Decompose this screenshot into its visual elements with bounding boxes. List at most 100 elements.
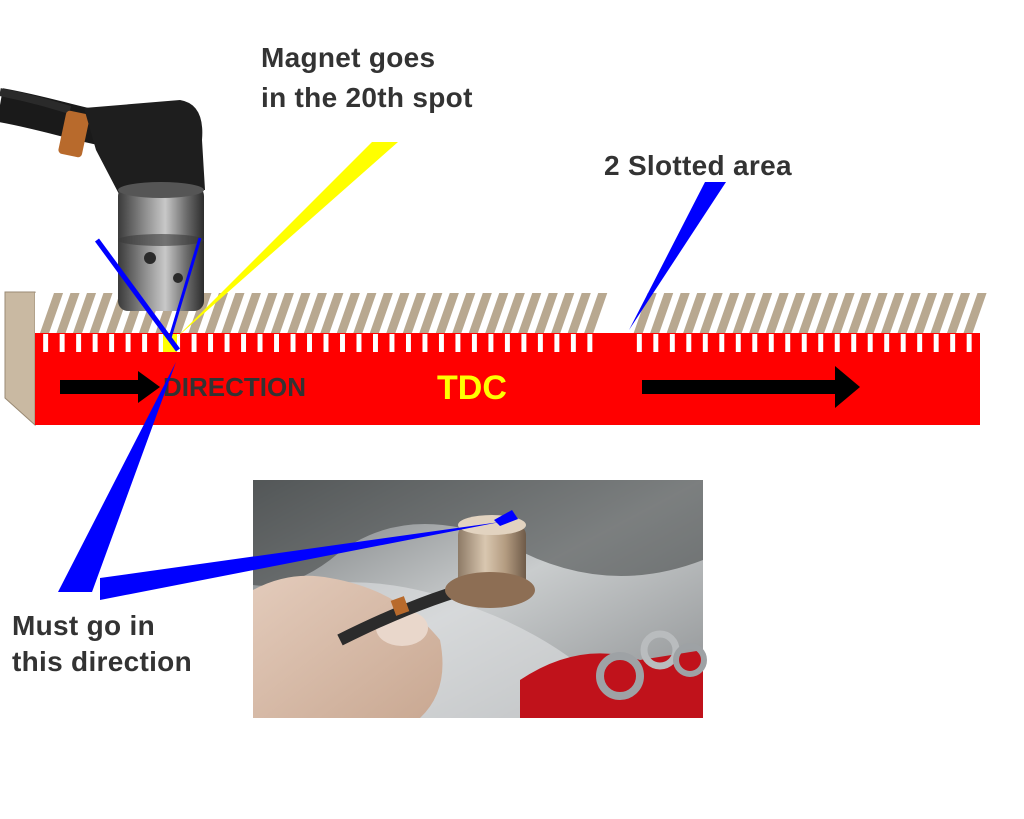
tooth-notch [59,334,65,352]
magnet-pointer [176,142,398,338]
tooth-notch [702,334,708,352]
tooth-notch [191,334,197,352]
tooth-notch [884,334,890,352]
reluctor-tooth [749,293,773,333]
tooth-notch [537,334,543,352]
reluctor-tooth [287,293,311,333]
arrow-right-icon [642,366,860,408]
reluctor-tooth [353,293,377,333]
tooth-notch [851,334,857,352]
crank-sensor-icon [0,88,205,311]
tooth-notch [686,334,692,352]
tooth-notch [422,334,428,352]
photo-pointer [100,522,500,600]
reluctor-tooth [716,293,740,333]
reluctor-tooth [452,293,476,333]
tooth-notch [471,334,477,352]
slotted-area-pointer [629,182,726,330]
tooth-notch [950,334,956,352]
tooth-notch [356,334,362,352]
reluctor-tooth [468,293,492,333]
tooth-notch [818,334,824,352]
tooth-notch [323,334,329,352]
reluctor-tooth [666,293,690,333]
tooth-notch [768,334,774,352]
tooth-notch [158,334,164,352]
tooth-notch [752,334,758,352]
tooth-notch [208,334,214,352]
reluctor-tooth [72,293,97,333]
tooth-notch [669,334,675,352]
tooth-notch [455,334,461,352]
reluctor-tooth [732,293,756,333]
reluctor-tooth [914,293,938,333]
reluctor-tooth [56,293,80,333]
reluctor-tooth [963,293,987,333]
reluctor-tooth [897,293,921,333]
tooth-notch [917,334,923,352]
magnet-label-line2: in the 20th spot [261,82,473,113]
arrow-right-icon [60,371,160,403]
tooth-notch [109,334,115,352]
tooth-notch [801,334,807,352]
tooth-notch [307,334,312,352]
reluctor-tooth [40,293,64,333]
reluctor-tooth [254,293,278,333]
tooth-notch [241,334,247,352]
reluctor-tooth [419,293,443,333]
reluctor-tooth [204,293,228,333]
tdc-label: TDC [437,369,507,407]
tooth-notch [257,334,263,352]
tooth-notch [933,334,939,352]
reluctor-tooth [864,293,888,333]
reluctor-tooth [815,293,839,333]
reluctor-tooth [650,293,674,333]
reluctor-tooth [848,293,872,333]
tooth-notch [900,334,906,352]
tooth-notch [43,334,49,352]
reluctor-tooth [402,293,426,333]
tooth-notch [488,334,494,352]
rail-end-cap [4,291,36,427]
reluctor-tooth [567,293,591,333]
photo-sensor-dot [494,510,518,526]
tooth-notch [389,334,395,352]
reluctor-tooth [881,293,905,333]
tooth-notch [76,334,82,352]
reluctor-tooth [320,293,344,333]
tooth-notch [636,334,642,352]
reluctor-tooth [765,293,789,333]
reluctor-tooth [485,293,509,333]
reluctor-tooth [369,293,393,333]
tooth-notch [340,334,345,352]
tooth-notch [785,334,791,352]
tooth-notch [653,334,659,352]
reluctor-tooth [633,293,657,333]
reluctor-tooth [501,293,525,333]
tooth-notch [92,334,98,352]
direction-label: DIRECTION [163,372,306,402]
tooth-notch [405,334,411,352]
tooth-notch [142,334,148,352]
tooth-notch [735,334,741,352]
tooth-notch [867,334,873,352]
tooth-notch [372,334,378,352]
reluctor-tooth [303,293,327,333]
must-go-label-line1: Must go in [12,610,155,641]
reluctor-tooth [584,293,608,333]
reluctor-tooth [947,293,971,333]
reluctor-tooth [89,293,113,333]
reluctor-tooth [270,293,294,333]
tooth-notch [554,334,560,352]
tooth-notch [521,334,527,352]
reluctor-tooth [534,293,558,333]
reluctor-tooth [237,293,261,333]
rail-notches [43,334,972,352]
reluctor-tooth [798,293,822,333]
reluctor-rail [4,291,987,427]
magnet-label-line1: Magnet goes [261,42,436,73]
slotted-area-label: 2 Slotted area [604,150,792,181]
tooth-notch [125,334,131,352]
tooth-notch [587,334,593,352]
